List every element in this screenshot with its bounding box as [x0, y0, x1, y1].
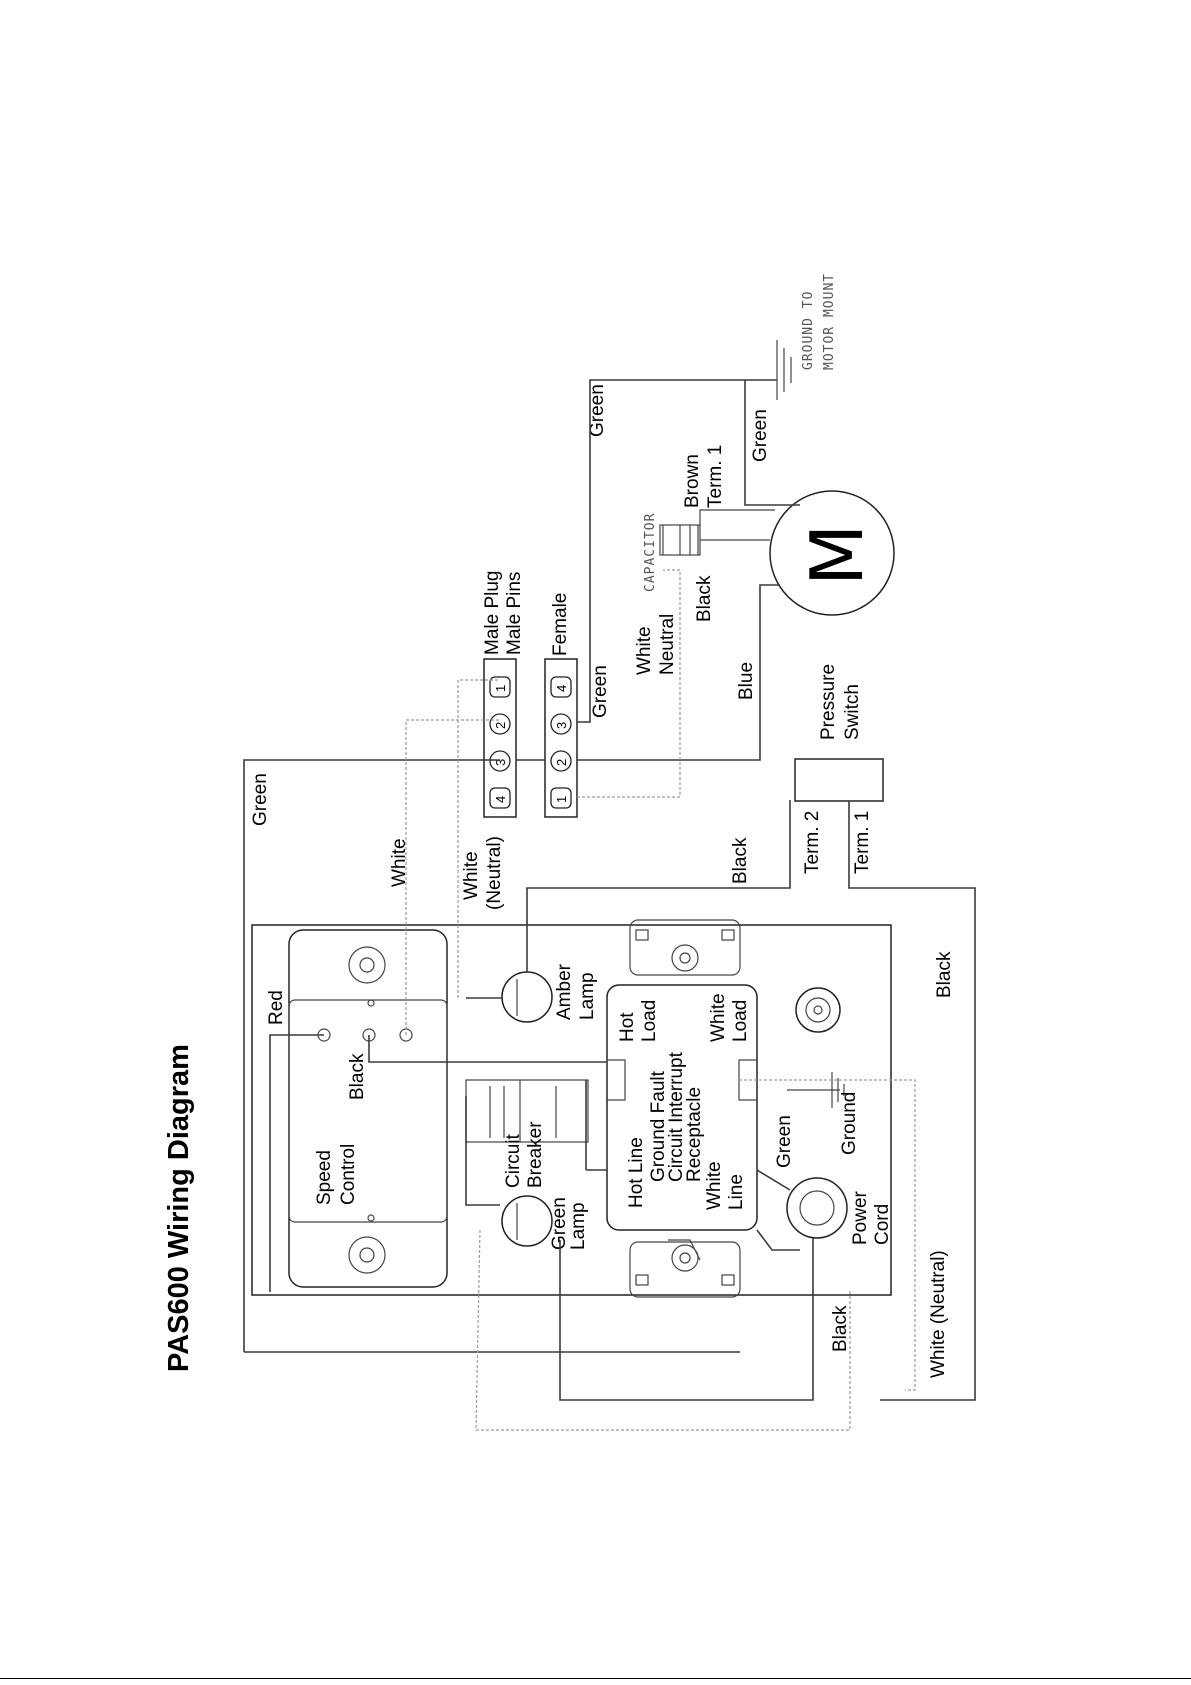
speed-knob — [795, 987, 841, 1033]
black-label-speed: Black — [347, 1053, 368, 1100]
wires — [243, 379, 976, 1431]
motor-label: M — [795, 524, 879, 586]
white-neutral-label: White — [461, 851, 482, 900]
green-lamp-label: Green — [549, 1197, 570, 1250]
circuit-breaker-label: Circuit — [503, 1133, 524, 1188]
svg-text:(Neutral): (Neutral) — [484, 836, 505, 910]
black-pressure-label: Black — [730, 837, 751, 884]
term1-label: Term. 1 — [852, 811, 873, 874]
svg-text:Switch: Switch — [842, 684, 863, 740]
page-bottom-rule — [0, 1678, 1191, 1679]
capacitor-label: CAPACITOR — [643, 513, 658, 592]
svg-text:4: 4 — [554, 685, 569, 692]
pressure-switch-label: Pressure — [818, 664, 839, 740]
svg-text:Cord: Cord — [872, 1204, 893, 1245]
capacitor — [659, 524, 701, 556]
svg-text:4: 4 — [493, 796, 508, 803]
svg-text:1: 1 — [554, 796, 569, 803]
ground-to-motor-mount-label: GROUND TO — [801, 291, 816, 370]
svg-text:Term. 1: Term. 1 — [705, 445, 726, 508]
svg-text:Load: Load — [730, 1000, 751, 1042]
white-neutral-bottom-label: White (Neutral) — [928, 1250, 949, 1378]
green-upper-label: Green — [587, 384, 608, 437]
term2-label: Term. 2 — [802, 811, 823, 874]
black-motor-label: Black — [694, 575, 715, 622]
green-plug-label: Green — [590, 665, 611, 718]
svg-text:Control: Control — [338, 1144, 359, 1205]
green-top-label: Green — [250, 773, 271, 826]
svg-text:MOTOR MOUNT: MOTOR MOUNT — [822, 273, 837, 370]
male-plug — [483, 658, 517, 818]
speed-control-label: Speed — [314, 1150, 335, 1205]
white-neutral-motor-label: White — [634, 626, 655, 675]
svg-text:Circuit Interrupt: Circuit Interrupt — [666, 1051, 687, 1182]
brown-label: Brown — [682, 454, 703, 508]
female-socket — [544, 658, 578, 818]
white-top-label: White — [389, 838, 410, 887]
blue-label: Blue — [736, 662, 757, 700]
svg-text:Lamp: Lamp — [568, 1202, 589, 1250]
motor — [769, 490, 895, 616]
female-label: Female — [550, 593, 571, 656]
gfci-receptacle — [606, 984, 758, 1231]
male-pins: 4 3 2 1 — [489, 676, 511, 809]
svg-text:2: 2 — [554, 759, 569, 766]
black-bottom-label: Black — [830, 1305, 851, 1352]
svg-text:1: 1 — [493, 685, 508, 692]
svg-text:Breaker: Breaker — [525, 1121, 546, 1188]
svg-text:Male Pins: Male Pins — [504, 572, 525, 655]
svg-text:Neutral: Neutral — [657, 614, 678, 675]
black-right-label: Black — [934, 951, 955, 998]
hot-line-label: Hot Line — [626, 1137, 647, 1208]
pressure-switch — [794, 758, 884, 802]
speed-control-body — [288, 999, 448, 1223]
power-cord-label: Power — [850, 1190, 871, 1245]
white-load-label: White — [708, 993, 729, 1042]
svg-text:Receptacle: Receptacle — [684, 1087, 705, 1182]
control-box — [251, 924, 892, 1296]
amber-lamp — [501, 971, 553, 1023]
svg-text:3: 3 — [493, 759, 508, 766]
green-lamp — [501, 1195, 553, 1247]
white-line-label: White — [704, 1161, 725, 1210]
motor-ground-symbol — [776, 340, 792, 400]
svg-text:3: 3 — [554, 722, 569, 729]
svg-text:Line: Line — [726, 1174, 747, 1210]
gfci-label: Ground Fault — [648, 1070, 669, 1182]
red-label: Red — [266, 990, 287, 1025]
power-cord — [786, 1177, 848, 1239]
svg-text:Load: Load — [639, 1000, 660, 1042]
green-ground-label: Green — [774, 1115, 795, 1168]
ground-label: Ground — [839, 1092, 860, 1155]
hot-load-label: Hot — [617, 1012, 638, 1042]
male-plug-label: Male Plug — [482, 571, 503, 656]
svg-text:2: 2 — [493, 722, 508, 729]
green-motor-label: Green — [750, 409, 771, 462]
female-pins: 1 2 3 4 — [550, 676, 572, 809]
svg-text:Lamp: Lamp — [577, 972, 598, 1020]
diagram-title: PAS600 Wiring Diagram — [163, 1044, 195, 1372]
amber-lamp-label: Amber — [554, 963, 575, 1020]
